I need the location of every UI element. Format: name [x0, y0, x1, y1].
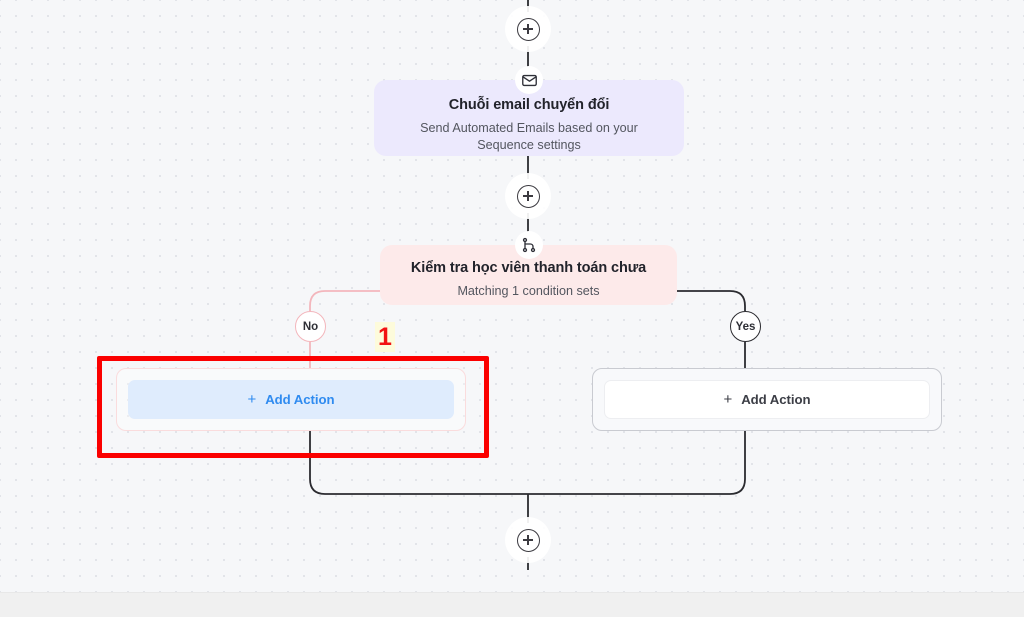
node-subtitle: Matching 1 condition sets: [457, 284, 600, 298]
node-title: Kiểm tra học viên thanh toán chưa: [410, 260, 647, 276]
branch-label-no-text: No: [302, 320, 319, 333]
node-condition-check[interactable]: Kiểm tra học viên thanh toán chưa Matchi…: [380, 231, 677, 305]
node-title: Chuỗi email chuyển đổi: [448, 97, 610, 113]
add-action-label: Add Action: [265, 392, 335, 407]
flow-canvas[interactable]: Chuỗi email chuyển đổi Send Automated Em…: [0, 0, 1024, 592]
add-action-button-yes[interactable]: + Add Action: [604, 380, 930, 419]
mail-icon: [515, 66, 543, 94]
plus-icon: +: [247, 390, 257, 408]
edge-yes-merge: [528, 431, 746, 495]
branch-icon: [514, 231, 543, 259]
plus-icon: [516, 528, 540, 552]
plus-icon: [516, 17, 540, 41]
annotation-step-number: 1: [375, 322, 395, 352]
bottom-status-bar: [0, 592, 1024, 617]
edge-no-merge: [309, 431, 528, 495]
branch-yes-action-container: + Add Action: [592, 368, 942, 431]
branch-no-action-container: + Add Action: [116, 368, 466, 431]
add-action-label: Add Action: [741, 392, 811, 407]
add-action-button-no[interactable]: + Add Action: [128, 380, 454, 419]
add-step-button-top[interactable]: [511, 12, 545, 46]
branch-label-yes-text: Yes: [735, 320, 756, 333]
plus-icon: +: [723, 390, 733, 408]
node-subtitle-line1: Send Automated Emails based on your: [420, 121, 638, 135]
node-email-sequence[interactable]: Chuỗi email chuyển đổi Send Automated Em…: [374, 66, 684, 156]
add-step-button-middle[interactable]: [511, 179, 545, 213]
plus-icon: [516, 184, 540, 208]
branch-label-no[interactable]: No: [295, 311, 326, 342]
add-step-button-bottom[interactable]: [511, 523, 545, 557]
branch-label-yes[interactable]: Yes: [730, 311, 761, 342]
edge-condition-to-yes: [677, 290, 746, 311]
edge-condition-to-no: [309, 290, 380, 311]
node-subtitle-line2: Sequence settings: [477, 138, 581, 152]
